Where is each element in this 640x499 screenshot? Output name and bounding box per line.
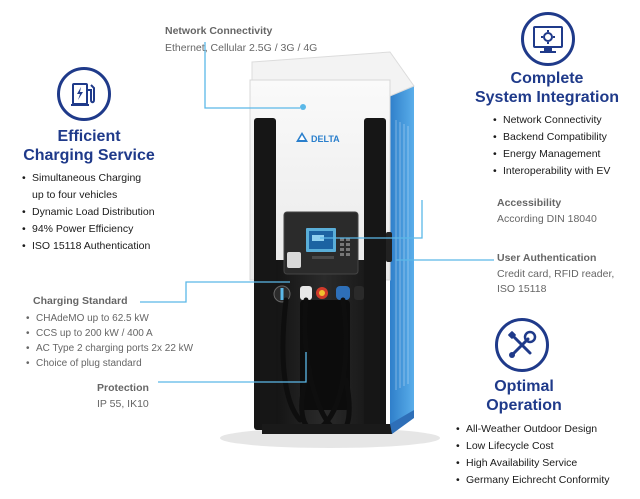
operation-heading-line2: Operation	[486, 397, 562, 414]
integration-item: Interoperability with EV	[493, 163, 610, 180]
charging-standard-item: CHAdeMO up to 62.5 kW	[26, 311, 193, 326]
efficient-item: ISO 15118 Authentication	[22, 238, 155, 255]
efficient-item: Simultaneous Charging	[22, 170, 155, 187]
efficient-item: Dynamic Load Distribution	[22, 204, 155, 221]
integration-item: Network Connectivity	[493, 112, 610, 129]
wrench-screwdriver-icon	[495, 318, 549, 372]
callout-lines	[140, 42, 494, 383]
operation-item: Germany Eichrecht Conformity	[456, 472, 610, 489]
accessibility-text: According DIN 18040	[497, 213, 597, 225]
authentication-text-line2: ISO 15118	[497, 283, 547, 295]
network-module-dot	[300, 104, 306, 110]
authentication-title: User Authentication	[497, 252, 597, 264]
protection-title: Protection	[97, 382, 149, 394]
integration-heading: Complete System Integration	[468, 69, 626, 107]
efficient-heading-line2: Charging Service	[23, 147, 155, 164]
network-text: Ethernet, Cellular 2.5G / 3G / 4G	[165, 42, 318, 54]
efficient-heading-line1: Efficient	[57, 128, 121, 145]
monitor-gear-icon	[521, 12, 575, 66]
authentication-text-line1: Credit card, RFID reader,	[497, 268, 615, 280]
brand-logo-text: DELTA	[311, 134, 340, 144]
charging-standard-title: Charging Standard	[33, 295, 128, 307]
operation-heading: Optimal Operation	[464, 377, 584, 415]
efficient-list: Simultaneous Charging up to four vehicle…	[22, 170, 155, 255]
accessibility-title: Accessibility	[497, 197, 562, 209]
operation-item: Low Lifecycle Cost	[456, 438, 610, 455]
charging-standard-item: CCS up to 200 kW / 400 A	[26, 326, 193, 341]
protection-text: IP 55, IK10	[97, 398, 149, 410]
network-title: Network Connectivity	[165, 25, 273, 37]
integration-item: Backend Compatibility	[493, 129, 610, 146]
operation-item: High Availability Service	[456, 455, 610, 472]
integration-heading-line1: Complete	[510, 70, 584, 87]
rfid-reader	[287, 252, 301, 268]
operation-item: All-Weather Outdoor Design	[456, 421, 610, 438]
efficient-item: up to four vehicles	[32, 189, 118, 201]
integration-item: Energy Management	[493, 146, 610, 163]
charging-standard-list: CHAdeMO up to 62.5 kW CCS up to 200 kW /…	[26, 311, 193, 371]
operation-list: All-Weather Outdoor Design Low Lifecycle…	[456, 421, 610, 489]
ev-charging-station-icon	[57, 67, 111, 121]
charging-standard-item: AC Type 2 charging ports 2x 22 kW	[26, 341, 193, 356]
charging-standard-item: Choice of plug standard	[26, 356, 193, 371]
charger-side-panel	[390, 68, 414, 430]
efficient-item: 94% Power Efficiency	[22, 221, 155, 238]
integration-heading-line2: System Integration	[474, 89, 620, 106]
operation-heading-line1: Optimal	[494, 378, 554, 395]
integration-list: Network Connectivity Backend Compatibili…	[493, 112, 610, 180]
efficient-heading: Efficient Charging Service	[14, 127, 164, 165]
delta-logo	[296, 132, 308, 142]
